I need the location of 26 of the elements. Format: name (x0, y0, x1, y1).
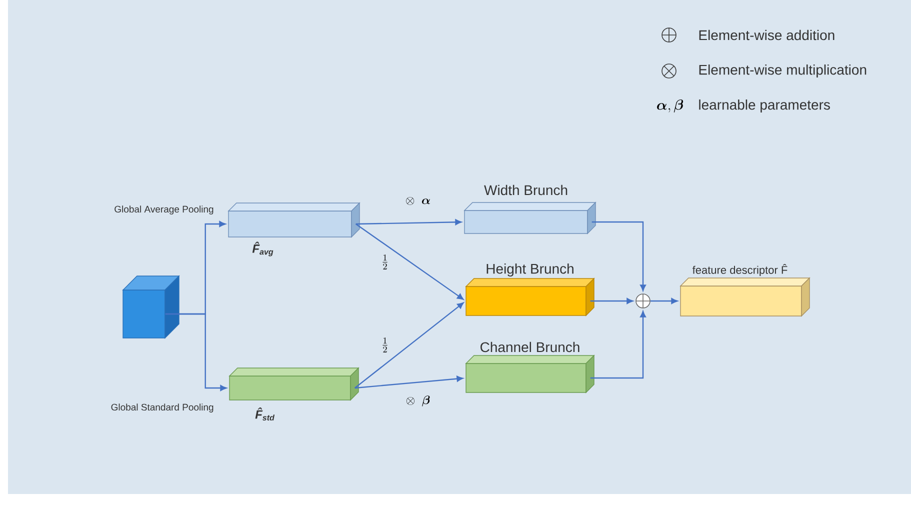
arrow (590, 310, 646, 379)
arrow (592, 221, 646, 292)
edge-label: $\otimes\;\; \boldsymbol{\alpha}$ (406, 197, 430, 205)
feature-label: F̂$_{std}$ (255, 408, 275, 420)
arrow (650, 298, 678, 304)
legend-text: Element-wise addition (699, 30, 834, 40)
edge-label: $\frac{1}{2}$ (382, 254, 388, 270)
arrow (165, 313, 227, 391)
arrow (356, 224, 464, 300)
edge-label: $\otimes\;\; \boldsymbol{\beta}$ (406, 396, 430, 406)
pooling-label: Global Average Pooling (114, 206, 214, 214)
feature-label: F̂$_{avg}$ (252, 242, 274, 256)
bar-title: feature descriptor F̂ (692, 264, 788, 276)
addition-circle (636, 294, 650, 308)
bar-title: Channel Brunch (480, 342, 580, 352)
bar-title: Width Brunch (484, 184, 568, 196)
arrow (354, 302, 464, 388)
arrow (590, 298, 634, 304)
legend-text: Element-wise multiplication (699, 64, 866, 78)
parameter-symbols: $\boldsymbol{\alpha},\boldsymbol{\beta}$ (657, 100, 684, 112)
bar-title: Height Brunch (486, 263, 574, 277)
arrow (356, 219, 462, 226)
edge-label: $\frac{1}{2}$ (382, 337, 388, 352)
legend-text: learnable parameters (699, 99, 830, 113)
arrow (354, 376, 464, 389)
pooling-label: Global Standard Pooling (111, 404, 214, 412)
